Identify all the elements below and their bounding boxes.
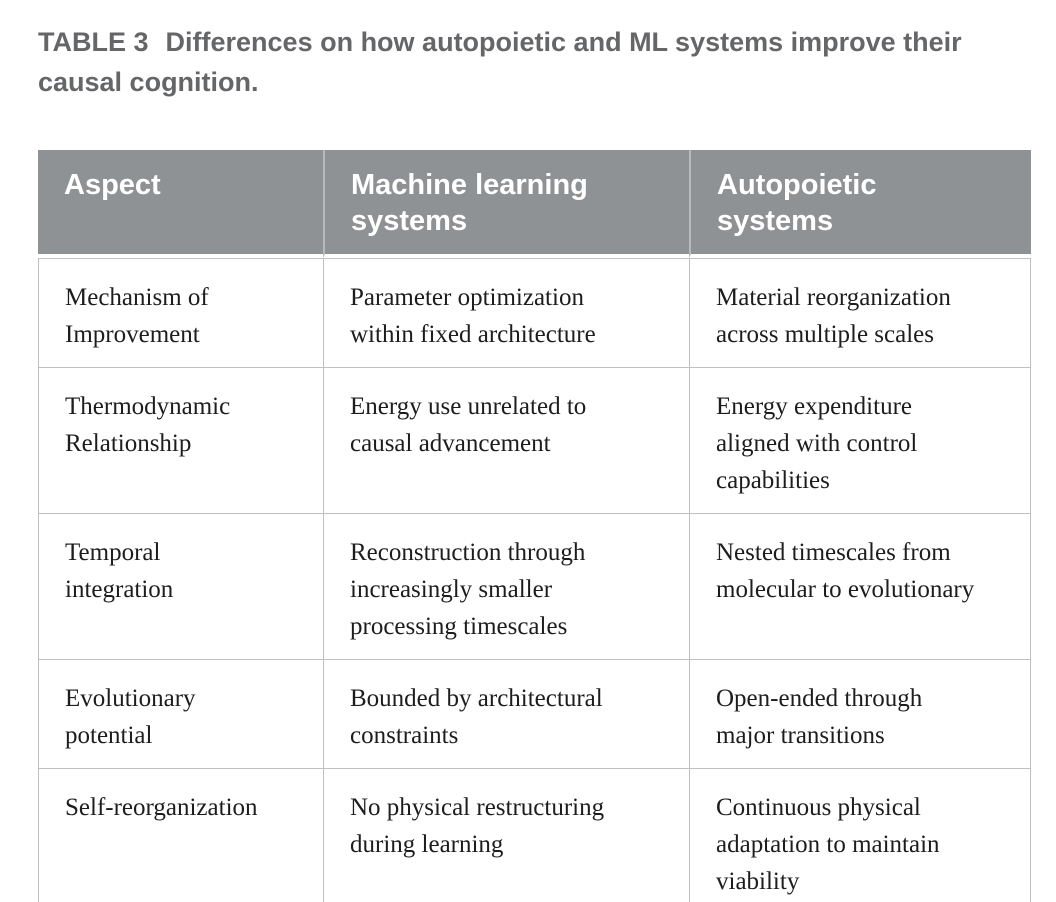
cell-ml: No physical restructuring during learnin… [323, 769, 689, 902]
cell-ml: Bounded by architectural constraints [323, 660, 689, 769]
cell-autopoietic: Continuous physical adaptation to mainta… [689, 769, 1031, 902]
cell-aspect: Self-reorganization [38, 769, 323, 902]
table-caption-label: TABLE 3 [38, 27, 149, 57]
cell-autopoietic: Nested timescales from molecular to evol… [689, 514, 1031, 660]
cell-autopoietic: Open-ended through major transitions [689, 660, 1031, 769]
cell-aspect: Thermodynamic Relationship [38, 368, 323, 514]
cell-ml: Parameter optimization within fixed arch… [323, 258, 689, 368]
cell-ml: Energy use unrelated to causal advanceme… [323, 368, 689, 514]
cell-ml: Reconstruction through increasingly smal… [323, 514, 689, 660]
cell-autopoietic: Energy expenditure aligned with control … [689, 368, 1031, 514]
column-header-machine-learning-systems: Machine learning systems [323, 150, 689, 258]
column-header-aspect: Aspect [38, 150, 323, 258]
cell-aspect: Mechanism of Improvement [38, 258, 323, 368]
cell-aspect: Temporal integration [38, 514, 323, 660]
table-caption-text: Differences on how autopoietic and ML sy… [38, 27, 962, 97]
cell-autopoietic: Material reorganization across multiple … [689, 258, 1031, 368]
column-header-autopoietic-systems: Autopoietic systems [689, 150, 1031, 258]
comparison-table: Aspect Machine learning systems Autopoie… [38, 150, 1031, 902]
cell-aspect: Evolutionary potential [38, 660, 323, 769]
